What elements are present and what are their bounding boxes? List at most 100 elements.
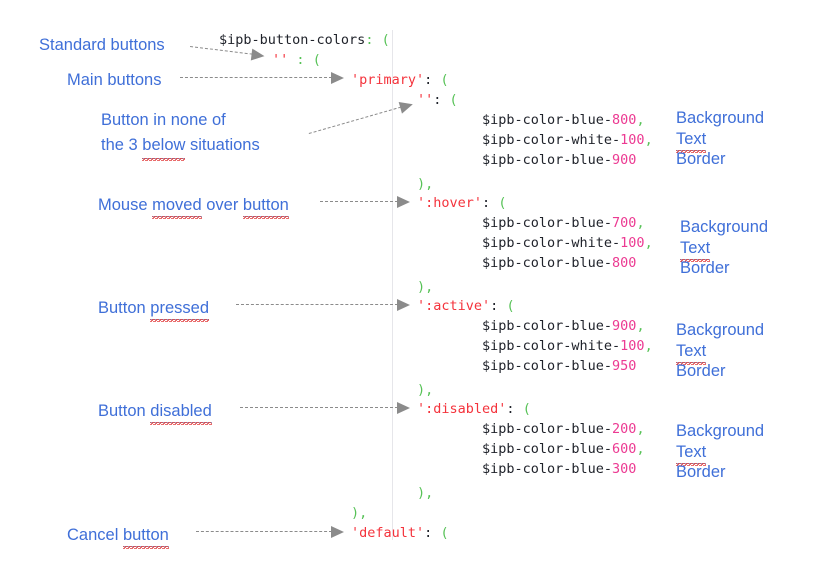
- code-value-line: $ipb-color-white-100,: [482, 336, 653, 356]
- arrow-main-buttons: [180, 72, 346, 84]
- code-close-paren: ),: [417, 382, 434, 398]
- code-token-number: 600: [612, 441, 637, 457]
- code-token-string: ':active': [417, 298, 491, 314]
- code-token-open-paren: (: [381, 32, 390, 48]
- arrow-button-none: [307, 98, 416, 140]
- label-border: Border: [676, 463, 726, 481]
- code-token-variable: $ipb-color-blue-: [482, 152, 613, 168]
- code-token-variable: $ipb-color-blue-: [482, 461, 613, 477]
- annotation-line-2a: the 3: [101, 136, 143, 154]
- code-close-paren: ),: [351, 505, 368, 521]
- code-line-primary: 'primary': (: [351, 70, 449, 90]
- label-text-word: Text: [676, 441, 707, 466]
- code-token-comma: ,: [636, 215, 645, 231]
- code-token-comma: ,: [636, 441, 645, 457]
- code-token-comma: ,: [636, 318, 645, 334]
- code-token-variable: $ipb-color-blue-: [482, 441, 613, 457]
- code-token-number: 700: [612, 215, 637, 231]
- label-background: Background: [676, 422, 765, 440]
- code-token-number: 900: [612, 152, 637, 168]
- code-value-line: $ipb-color-blue-700,: [482, 213, 645, 233]
- code-token-number: 800: [612, 112, 637, 128]
- label-text-word: Text: [680, 237, 711, 262]
- code-value-line: $ipb-color-blue-200,: [482, 419, 645, 439]
- label-background: Background: [680, 218, 769, 236]
- annotation-misspelled-word: moved: [152, 194, 202, 219]
- code-token-variable: $ipb-color-blue-: [482, 255, 613, 271]
- code-line-hover: ':hover': (: [417, 193, 506, 213]
- annotation-misspelled-word: button: [242, 194, 289, 219]
- code-value-line: $ipb-color-blue-600,: [482, 439, 645, 459]
- annotation-misspelled-word: button: [122, 524, 169, 549]
- label-background: Background: [676, 321, 765, 339]
- code-token-variable: $ipb-color-blue-: [482, 318, 613, 334]
- code-token-open-paren: (: [440, 72, 449, 88]
- code-value-line: $ipb-color-blue-800,: [482, 110, 645, 130]
- code-value-line: $ipb-color-white-100,: [482, 130, 653, 150]
- code-token-colon: :: [482, 195, 491, 211]
- code-token-colon: :: [424, 72, 433, 88]
- code-value-line: $ipb-color-blue-900: [482, 150, 636, 170]
- code-token-colon: :: [365, 32, 374, 48]
- vertical-guide-line: [392, 30, 393, 540]
- label-text-word: Text: [676, 128, 707, 153]
- code-close-paren: ),: [417, 485, 434, 501]
- code-token-colon: :: [506, 401, 515, 417]
- label-text: Text: [676, 128, 707, 153]
- code-token-colon: :: [296, 52, 305, 68]
- code-token-string: 'primary': [351, 72, 425, 88]
- arrow-mouse-hover: [320, 196, 412, 208]
- code-token-variable: $ipb-color-blue-: [482, 112, 613, 128]
- annotation-standard-buttons: Standard buttons: [39, 36, 165, 54]
- annotation-button-disabled: Button disabled: [98, 400, 213, 425]
- code-token-comma: ,: [644, 235, 653, 251]
- annotation-mouse-hover: Mouse moved over button: [98, 194, 289, 219]
- label-text: Text: [680, 237, 711, 262]
- code-token-number: 900: [612, 318, 637, 334]
- code-token-open-paren: (: [506, 298, 515, 314]
- code-token-comma: ,: [644, 132, 653, 148]
- arrow-button-pressed: [236, 299, 412, 311]
- code-value-line: $ipb-color-blue-800: [482, 253, 636, 273]
- code-token-number: 100: [620, 235, 645, 251]
- annotation-main-buttons: Main buttons: [67, 71, 162, 89]
- code-token-variable: $ipb-color-blue-: [482, 421, 613, 437]
- label-background: Background: [676, 109, 765, 127]
- code-token-string: ':hover': [417, 195, 483, 211]
- code-value-line: $ipb-color-blue-950: [482, 356, 636, 376]
- code-token-open-paren: (: [522, 401, 531, 417]
- code-token-string: ':disabled': [417, 401, 507, 417]
- label-text: Text: [676, 441, 707, 466]
- code-value-line: $ipb-color-blue-900,: [482, 316, 645, 336]
- code-token-string: '': [417, 92, 434, 108]
- annotation-misspelled-word: pressed: [150, 297, 209, 322]
- arrow-cancel-button: [196, 526, 346, 538]
- code-token-comma: ,: [636, 112, 645, 128]
- code-token-open-paren: (: [498, 195, 507, 211]
- label-border: Border: [676, 362, 726, 380]
- code-token-number: 100: [620, 338, 645, 354]
- label-border: Border: [680, 259, 730, 277]
- annotation-misspelled-word: disabled: [150, 400, 213, 425]
- code-token-number: 100: [620, 132, 645, 148]
- code-line-empty-key: '' : (: [272, 50, 321, 70]
- code-close-paren: ),: [417, 279, 434, 295]
- code-token-number: 300: [612, 461, 637, 477]
- code-line-default: 'default': (: [351, 523, 449, 543]
- code-line-active: ':active': (: [417, 296, 515, 316]
- code-token-number: 800: [612, 255, 637, 271]
- annotation-line-2c: situations: [185, 136, 260, 154]
- code-token-colon: :: [433, 92, 442, 108]
- code-line-disabled: ':disabled': (: [417, 399, 531, 419]
- code-token-comma: ,: [644, 338, 653, 354]
- label-text-word: Text: [676, 340, 707, 365]
- label-border: Border: [676, 150, 726, 168]
- code-value-line: $ipb-color-blue-300: [482, 459, 636, 479]
- code-token-open-paren: (: [440, 525, 449, 541]
- arrow-button-disabled: [240, 402, 412, 414]
- annotation-cancel-button: Cancel button: [67, 524, 169, 549]
- code-token-number: 950: [612, 358, 637, 374]
- code-close-paren: ),: [417, 176, 434, 192]
- code-token-open-paren: (: [449, 92, 458, 108]
